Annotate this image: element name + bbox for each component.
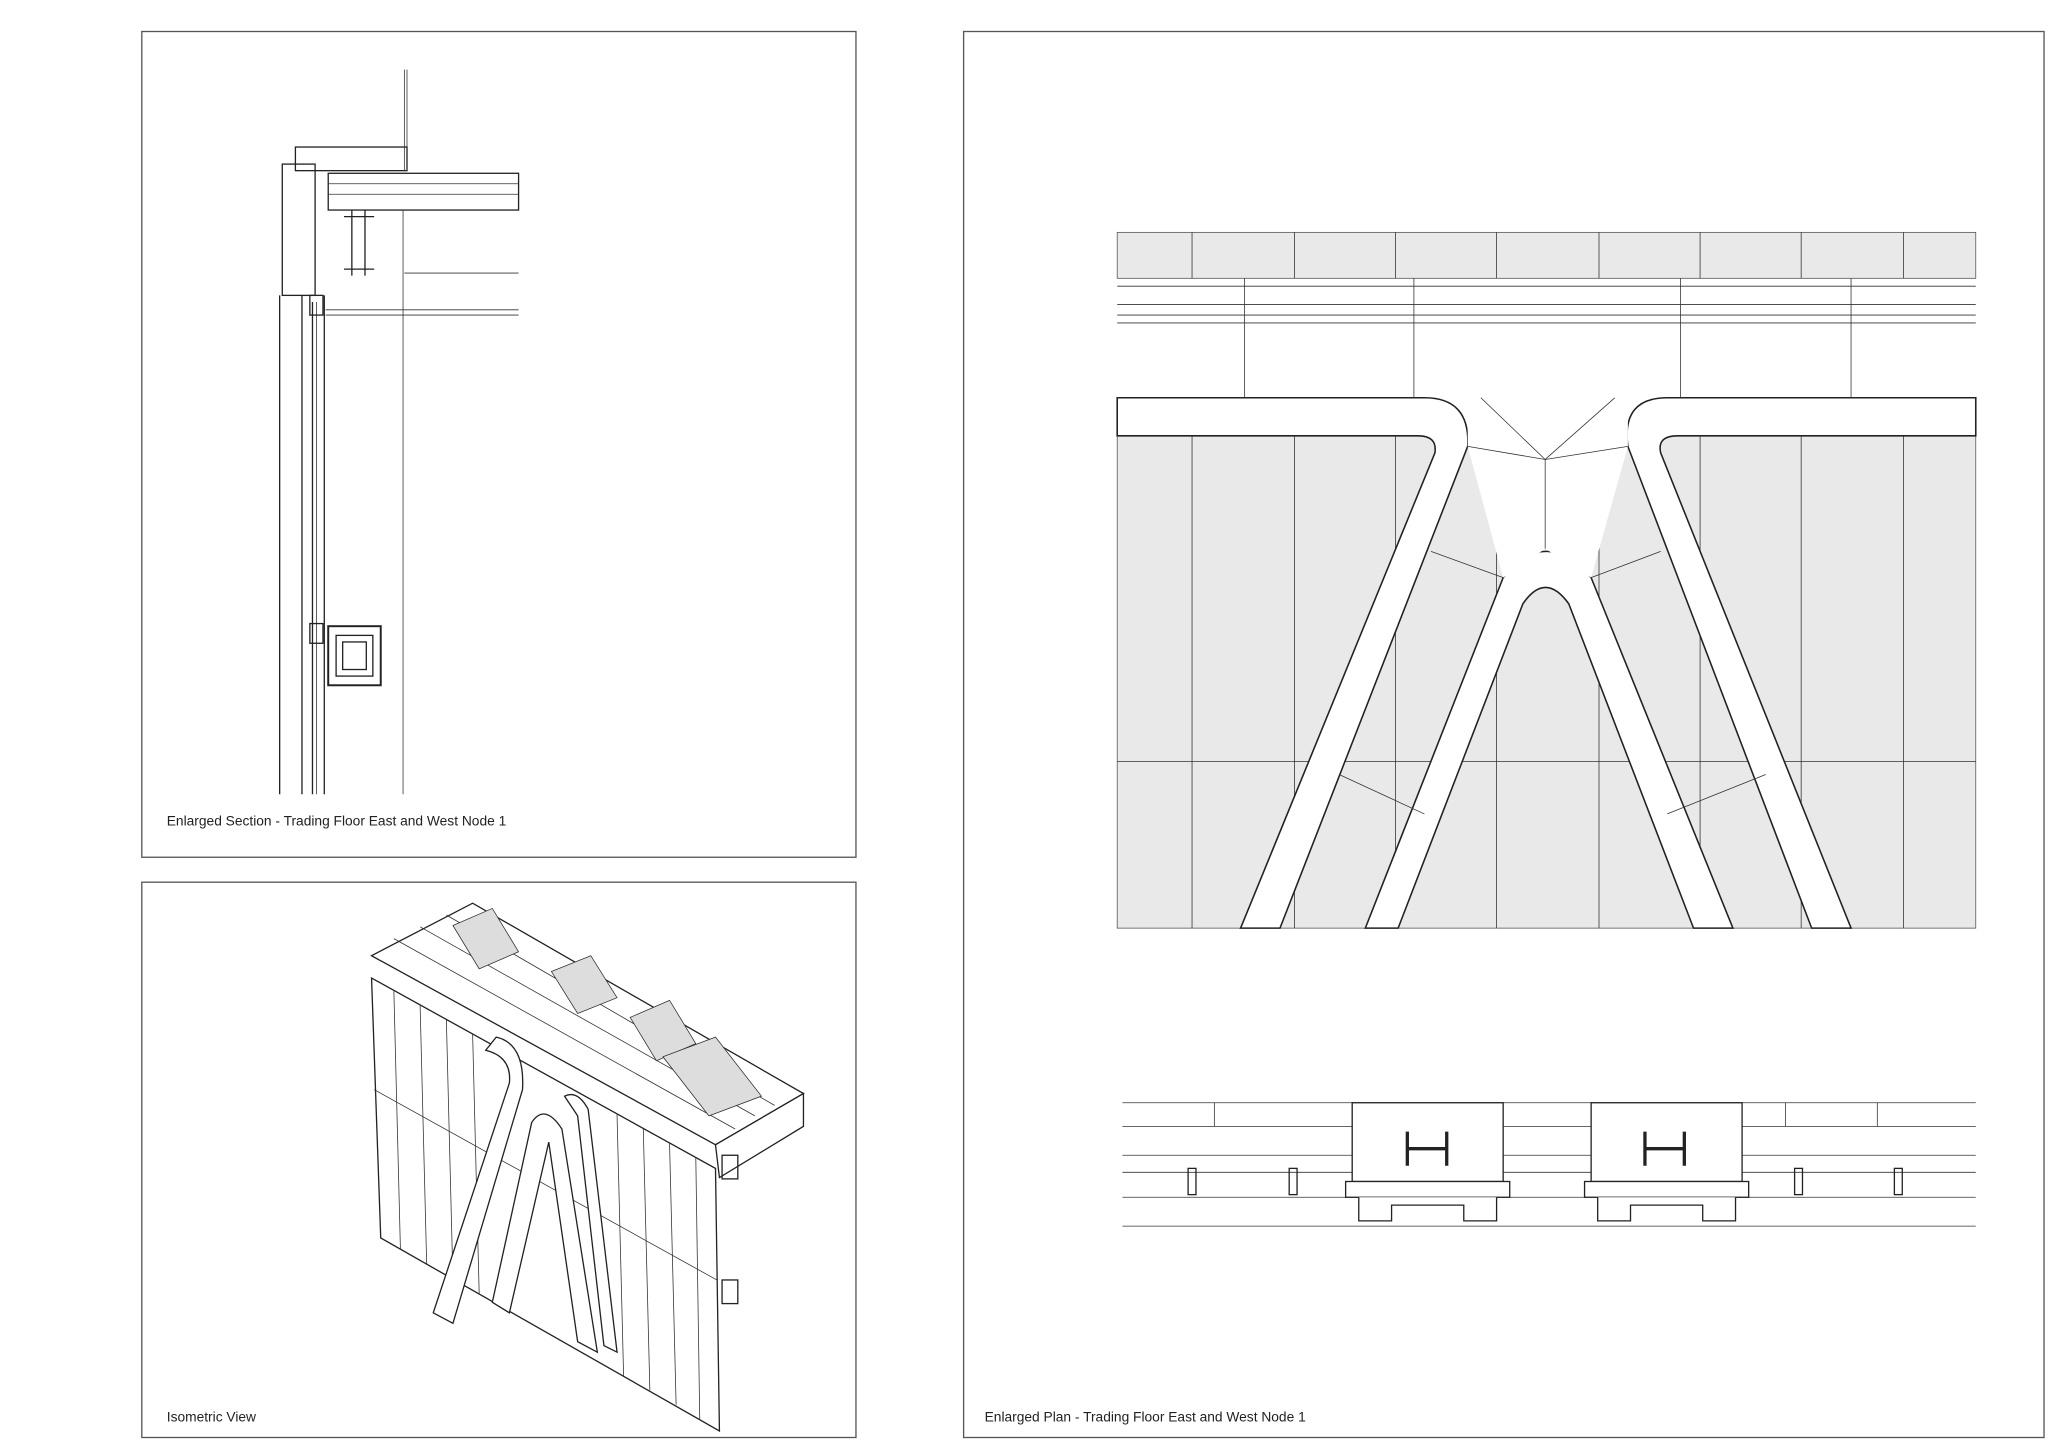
- section-panel: [141, 30, 857, 858]
- plan-caption: Enlarged Plan - Trading Floor East and W…: [985, 1410, 1306, 1425]
- plan-panel: [962, 30, 2045, 1439]
- plan-drawing: [1116, 231, 1977, 1227]
- isometric-caption: Isometric View: [167, 1410, 256, 1425]
- isometric-drawing: [370, 902, 805, 1433]
- section-drawing: [278, 69, 520, 795]
- isometric-panel: [141, 881, 857, 1439]
- section-caption: Enlarged Section - Trading Floor East an…: [167, 814, 506, 829]
